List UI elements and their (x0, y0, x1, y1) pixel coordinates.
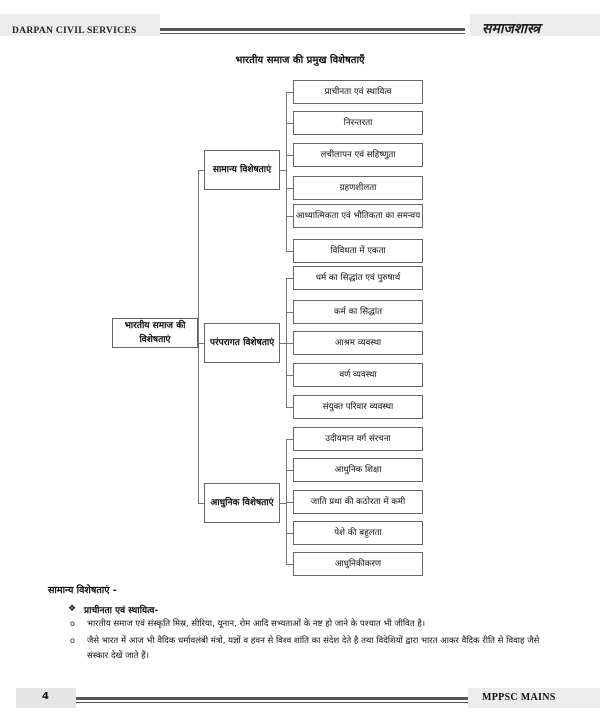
section-heading: सामान्य विशेषताएं - (48, 585, 117, 596)
item-connector-line (286, 188, 293, 189)
branch-trunk-line (286, 278, 287, 407)
item-box: कर्म का सिद्धांत (293, 300, 423, 324)
sub-heading: प्राचीनता एवं स्थायित्व- (84, 606, 159, 616)
category-box: सामान्य विशेषताएं (204, 150, 280, 190)
root-trunk-line (198, 170, 199, 503)
footer-stripe-thin (76, 702, 468, 703)
item-connector-line (286, 123, 293, 124)
branch-connector-line (280, 343, 287, 344)
item-box: उदीयमान वर्ग संरचना (293, 427, 423, 451)
branch-connector-line (280, 170, 287, 171)
header-right-band (470, 14, 600, 36)
category-box: आधुनिक विशेषताएं (204, 483, 280, 523)
item-connector-line (286, 470, 293, 471)
footer-right-title: MPPSC MAINS (482, 692, 556, 703)
diamond-bullet-icon: ❖ (68, 604, 77, 614)
category-connector-line (198, 170, 204, 171)
item-connector-line (286, 343, 293, 344)
item-box: ग्रहणशीलता (293, 176, 423, 200)
root-box: भारतीय समाज की विशेषताएं (112, 318, 198, 348)
header-stripe (160, 28, 465, 31)
item-connector-line (286, 312, 293, 313)
item-box: लचीलापन एवं सहिष्णुता (293, 143, 423, 167)
bullet-text: भारतीय समाज एवं संस्कृति मिस्र, सीरिया, … (87, 619, 426, 629)
header-stripe-thin (160, 33, 465, 34)
category-connector-line (198, 343, 204, 344)
footer-page-band (16, 688, 76, 708)
header-left-band (0, 14, 160, 36)
item-connector-line (286, 502, 293, 503)
branch-trunk-line (286, 439, 287, 564)
item-connector-line (286, 92, 293, 93)
item-connector-line (286, 278, 293, 279)
item-box: निरन्तरता (293, 111, 423, 135)
header-left-title: DARPAN CIVIL SERVICES (12, 26, 137, 36)
item-box: आध्यात्मिकता एवं भौतिकता का समन्वय (293, 204, 423, 228)
header-right-title: समाजशास्त्र (482, 21, 541, 37)
item-box: आधुनिक शिक्षा (293, 458, 423, 482)
item-box: धर्म का सिद्धांत एवं पुरुषार्थ (293, 266, 423, 290)
circle-bullet-icon: o (70, 619, 75, 628)
item-connector-line (286, 407, 293, 408)
item-box: आश्रम व्यवस्था (293, 331, 423, 355)
item-connector-line (286, 564, 293, 565)
item-connector-line (286, 439, 293, 440)
diagram-title: भारतीय समाज की प्रमुख विशेषताएँ (235, 55, 365, 66)
category-box: परंपरागत विशेषताएं (204, 323, 280, 363)
item-box: विविधता में एकता (293, 239, 423, 263)
item-box: वर्ण व्यवस्था (293, 363, 423, 387)
item-connector-line (286, 216, 293, 217)
circle-bullet-icon: o (70, 636, 75, 645)
page-number: 4 (42, 691, 49, 702)
item-box: प्राचीनता एवं स्थायित्व (293, 80, 423, 104)
category-connector-line (198, 503, 204, 504)
item-connector-line (286, 375, 293, 376)
root-connector-line (198, 333, 199, 334)
branch-trunk-line (286, 92, 287, 251)
footer-stripe (76, 697, 468, 700)
item-connector-line (286, 251, 293, 252)
item-box: जाति प्रथा की कठोरता में कमी (293, 490, 423, 514)
item-box: आधुनिकीकरण (293, 552, 423, 576)
item-connector-line (286, 155, 293, 156)
item-connector-line (286, 533, 293, 534)
bullet-text: जैसे भारत में आज भी वैदिक धर्मावलंबी मंत… (87, 636, 540, 661)
branch-connector-line (280, 503, 287, 504)
footer-right-band (468, 688, 600, 708)
item-box: संयुक्त परिवार व्यवस्था (293, 395, 423, 419)
item-box: पेशे की बहुलता (293, 521, 423, 545)
